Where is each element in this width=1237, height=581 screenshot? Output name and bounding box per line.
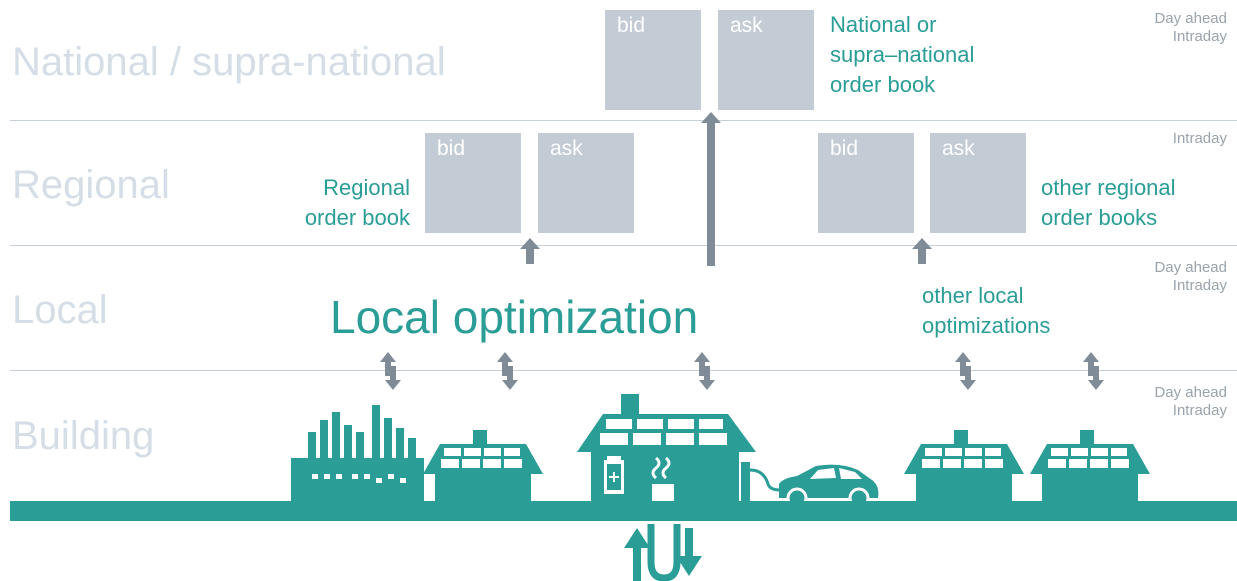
level-label-regional: Regional: [12, 163, 170, 207]
caption-line: order books: [1041, 205, 1158, 230]
arrow-up-icon: [912, 238, 932, 264]
regional-ask-box: ask: [538, 133, 634, 233]
bid-label: bid: [830, 137, 859, 160]
ask-label: ask: [550, 137, 583, 160]
market-day-ahead: Day ahead: [1154, 384, 1227, 401]
market-day-ahead: Day ahead: [1154, 259, 1227, 276]
house-solar-icon: [423, 430, 543, 502]
other-local-caption: other local optimizations: [922, 281, 1050, 341]
other-regional-ask-box: ask: [930, 133, 1026, 233]
national-ask-box: ask: [718, 10, 814, 110]
building-illustration: [291, 352, 1150, 581]
caption-line: supra–national: [830, 42, 975, 67]
arrow-up-icon: [520, 238, 540, 264]
level-label-local: Local: [12, 288, 108, 332]
updown-arrow-icon: [1083, 352, 1104, 390]
regional-bid-box: bid: [425, 133, 521, 233]
national-order-book-caption: National or supra–national order book: [830, 10, 974, 100]
local-optimization-title: Local optimization: [330, 291, 699, 343]
caption-line: order book: [830, 72, 936, 97]
market-intraday: Intraday: [1172, 277, 1227, 294]
level-label-national: National / supra-national: [12, 40, 446, 84]
factory-icon: [291, 405, 424, 501]
caption-line: National or: [830, 12, 937, 37]
market-intraday: Intraday: [1172, 130, 1227, 147]
caption-line: order book: [304, 205, 410, 230]
updown-arrow-icon: [497, 352, 518, 390]
market-label-regional: Intraday: [1173, 130, 1227, 148]
updown-arrow-icon: [955, 352, 976, 390]
market-day-ahead: Day ahead: [1154, 10, 1227, 27]
regional-order-book-caption: Regional order book: [260, 173, 410, 233]
national-bid-box: bid: [605, 10, 701, 110]
level-divider: [10, 120, 1237, 121]
market-label-local: Day ahead Intraday: [1154, 259, 1227, 295]
market-intraday: Intraday: [1172, 28, 1227, 45]
level-divider: [10, 370, 1237, 371]
other-regional-caption: other regional order books: [1041, 173, 1176, 233]
house-solar-icon: [1030, 430, 1150, 502]
caption-line: optimizations: [922, 313, 1051, 338]
level-divider: [10, 245, 1237, 246]
market-label-national: Day ahead Intraday: [1154, 10, 1227, 46]
market-label-building: Day ahead Intraday: [1154, 384, 1227, 420]
caption-line: other regional: [1041, 175, 1176, 200]
electric-car-icon: [741, 462, 879, 509]
updown-arrow-icon: [694, 352, 715, 390]
bid-label: bid: [617, 14, 646, 37]
ask-label: ask: [730, 14, 763, 37]
caption-line: Regional: [323, 175, 410, 200]
arrow-up-icon: [701, 112, 721, 266]
level-label-building: Building: [12, 414, 155, 458]
updown-arrow-icon: [380, 352, 401, 390]
ground-bar: [10, 501, 1237, 521]
geothermal-arrows-icon: [624, 524, 702, 581]
house-solar-battery-icon: [577, 394, 756, 508]
house-solar-icon: [904, 430, 1024, 502]
ask-label: ask: [942, 137, 975, 160]
caption-line: other local: [922, 283, 1024, 308]
other-regional-bid-box: bid: [818, 133, 914, 233]
bid-label: bid: [437, 137, 466, 160]
market-intraday: Intraday: [1172, 402, 1227, 419]
